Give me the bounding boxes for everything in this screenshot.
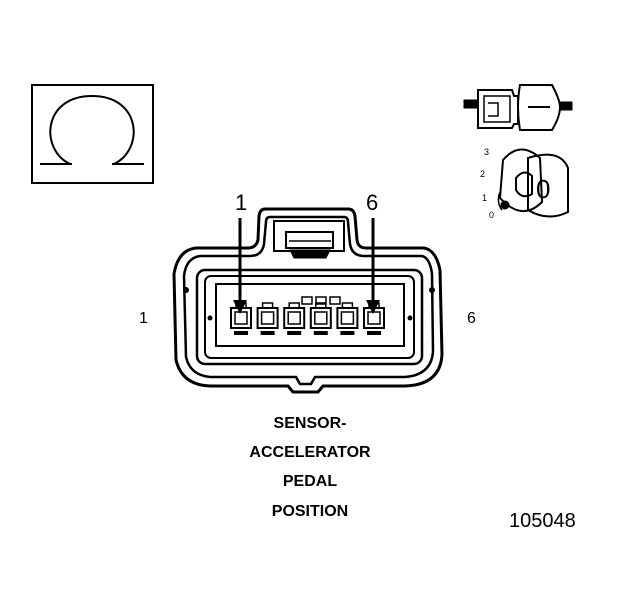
lock-position-0: 0 bbox=[489, 210, 495, 220]
connector-face bbox=[172, 207, 444, 394]
cavity-row bbox=[230, 302, 385, 335]
cavity-4 bbox=[309, 302, 332, 335]
cavity-3 bbox=[283, 302, 306, 335]
title-line-2: ACCELERATOR bbox=[249, 444, 371, 461]
pin-label-first: 1 bbox=[139, 310, 148, 327]
pin-arrow-last bbox=[366, 218, 380, 314]
lock-position-2: 2 bbox=[480, 169, 486, 179]
cavity-2 bbox=[256, 302, 279, 335]
omega-terminal-icon bbox=[31, 84, 154, 184]
lock-position-1: 1 bbox=[482, 193, 488, 203]
title-line-1: SENSOR- bbox=[273, 415, 347, 432]
lock-label: 0 bbox=[536, 174, 551, 204]
cavity-5 bbox=[336, 302, 359, 335]
connector-lock-icon bbox=[463, 84, 573, 218]
title-line-3: PEDAL bbox=[282, 473, 338, 490]
arrow-label-last: 6 bbox=[366, 190, 379, 215]
title-line-4: POSITION bbox=[271, 503, 349, 520]
lock-position-3: 3 bbox=[484, 147, 490, 157]
figure-number: 105048 bbox=[509, 510, 576, 532]
pin-label-last: 6 bbox=[467, 310, 476, 327]
arrow-label-first: 1 bbox=[235, 190, 248, 215]
pin-arrow-first bbox=[233, 218, 247, 314]
